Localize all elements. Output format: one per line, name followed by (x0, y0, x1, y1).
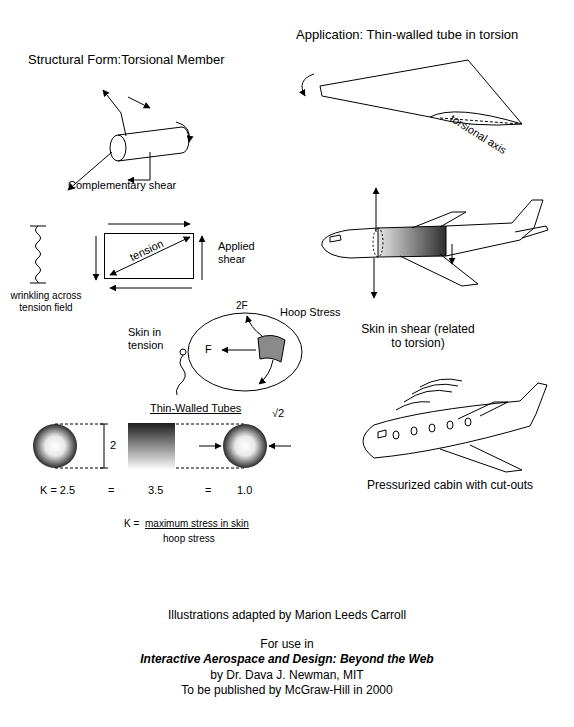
fuselage-nose (322, 228, 378, 258)
cockpit-window (378, 430, 386, 438)
wing-tip (320, 86, 430, 117)
equals-sign: = (205, 484, 211, 497)
annotation-label: Applied shear (218, 240, 262, 266)
force-label: 2F (236, 300, 248, 312)
shear-arrow (128, 152, 150, 180)
near-wing (440, 445, 522, 472)
motion-line (396, 402, 430, 410)
force-arrow (259, 360, 273, 384)
round-tube (33, 424, 77, 468)
credit-line: To be published by McGraw-Hill in 2000 (0, 683, 574, 697)
formula-denominator: hoop stress (163, 533, 215, 545)
square-tube (128, 423, 175, 470)
wrinkle-line (36, 226, 41, 283)
skin-element (258, 335, 285, 362)
tail-plane (515, 226, 548, 238)
factor-value: 1.0 (237, 484, 252, 497)
shear-arrow (202, 236, 203, 280)
section-ring (373, 228, 383, 257)
node-text: F (205, 343, 212, 356)
cabin-window (429, 424, 435, 432)
far-wing (458, 402, 508, 419)
fuselage-nose (363, 425, 374, 458)
credit-line: Illustrations adapted by Marion Leeds Ca… (0, 608, 574, 622)
dimension-label: 2 (110, 439, 116, 452)
shear-arrow (103, 90, 121, 113)
skin-point (180, 349, 186, 355)
section-heading: Application: Thin-walled tube in torsion (296, 27, 518, 43)
force-arrow (247, 316, 262, 336)
torque-arrow (176, 122, 189, 142)
node-text: tension (128, 237, 166, 264)
figure-caption: Pressurized cabin with cut-outs (367, 478, 533, 492)
tension-arrow (110, 237, 190, 275)
tube-edge (118, 127, 182, 135)
factor-value: 3.5 (148, 484, 163, 497)
credit-line: For use in (0, 637, 574, 651)
ellipse-outline (187, 312, 303, 392)
dimension-extension (176, 468, 245, 469)
annotation-label: wrinkling across tension field (10, 290, 82, 314)
load-arrow (269, 446, 291, 447)
credit-line: by Dr. Dava J. Newman, MIT (0, 668, 574, 682)
dimension-extension (55, 424, 104, 425)
book-title: Interactive Aerospace and Design: Beyond… (0, 652, 574, 666)
cabin-window (393, 431, 399, 439)
shaded-section (378, 226, 446, 257)
motion-line (412, 384, 458, 394)
torque-arrow (302, 74, 314, 96)
shear-arrow (128, 97, 150, 108)
shear-arrow (374, 258, 375, 298)
factor-value: K = 2.5 (40, 484, 75, 497)
dimension-label: √2 (272, 407, 284, 420)
shear-arrow (376, 188, 377, 232)
fuselage-top (374, 401, 520, 425)
annotation-label: Skin in tension (128, 326, 176, 352)
shear-arrow (108, 224, 190, 225)
cabin-window (411, 427, 417, 435)
hoop-section: F (187, 312, 303, 392)
cabin-window (447, 421, 453, 429)
load-arrow (199, 446, 221, 447)
ellipse-outline (188, 313, 302, 391)
shear-panel: tension (104, 233, 194, 279)
dimension-extension (176, 424, 245, 425)
cockpit-window (330, 235, 341, 242)
figure-caption: Complementary shear (68, 179, 176, 192)
tail-fin (520, 383, 547, 426)
formula-term: K = (124, 518, 139, 530)
section-heading: Structural Form:Torsional Member (28, 52, 225, 68)
shear-arrow (452, 244, 453, 264)
formula-numerator: maximum stress in skin (145, 518, 249, 530)
figure-caption: Skin in shear (related to torsion) (360, 322, 476, 351)
wing-root-edge (468, 60, 522, 124)
equals-sign: = (108, 484, 114, 497)
force-arrow (222, 350, 256, 351)
shear-arrow (96, 236, 97, 280)
dimension-extension (55, 468, 104, 469)
shear-line (121, 113, 126, 136)
axis-label: torsional axis (447, 112, 508, 157)
motion-line (420, 379, 462, 387)
motion-line (404, 390, 452, 402)
tube-end (110, 135, 126, 161)
far-wing (412, 212, 466, 228)
wing-leading-edge (320, 60, 468, 86)
cabin-window (465, 418, 471, 426)
annotation-label: Hoop Stress (280, 306, 341, 319)
near-wing (400, 254, 478, 286)
section-heading: Thin-Walled Tubes (150, 402, 241, 415)
skin-leader (176, 355, 185, 395)
dimension-line (100, 424, 108, 468)
round-tube (223, 424, 267, 468)
wing-airfoil (430, 112, 522, 125)
fuselage-aft (446, 200, 543, 256)
shear-arrow (110, 288, 192, 289)
